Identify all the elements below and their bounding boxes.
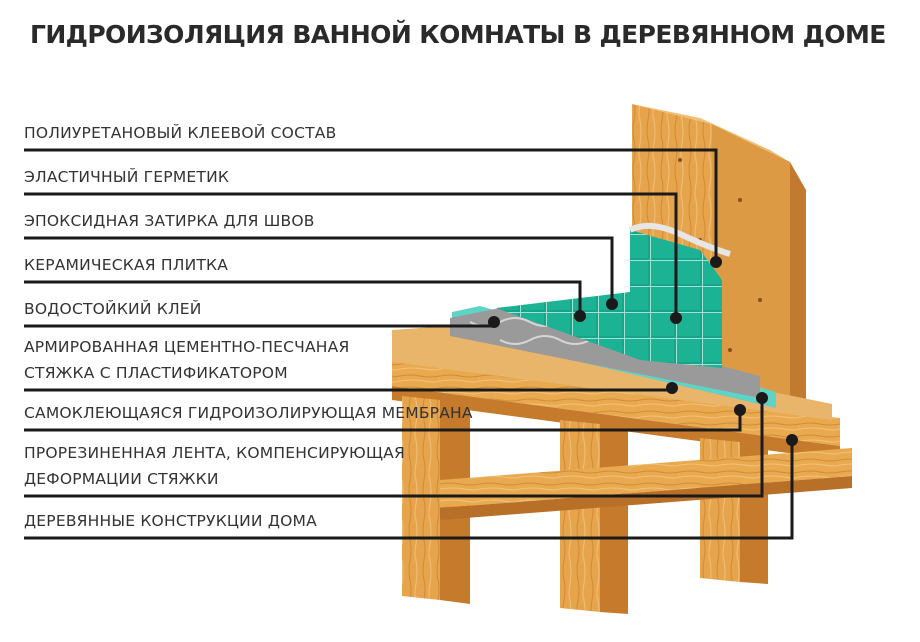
label-screed-line-1: АРМИРОВАННАЯ ЦЕМЕНТНО-ПЕСЧАНАЯ (24, 338, 350, 356)
label-screed-line-2: СТЯЖКА С ПЛАСТИФИКАТОРОМ (24, 364, 288, 382)
label-membrane: САМОКЛЕЮЩАЯСЯ ГИДРОИЗОЛИРУЮЩАЯ МЕМБРАНА (24, 404, 473, 422)
label-polyurethane-adhesive: ПОЛИУРЕТАНОВЫЙ КЛЕЕВОЙ СОСТАВ (24, 124, 337, 142)
diagram-title: ГИДРОИЗОЛЯЦИЯ ВАННОЙ КОМНАТЫ В ДЕРЕВЯННО… (30, 20, 886, 49)
leader-lines (24, 148, 794, 540)
wooden-structure (392, 326, 852, 614)
label-tape-line-1: ПРОРЕЗИНЕННАЯ ЛЕНТА, КОМПЕНСИРУЮЩАЯ (24, 444, 405, 462)
label-tape-line-2: ДЕФОРМАЦИИ СТЯЖКИ (24, 470, 219, 488)
label-epoxy-grout: ЭПОКСИДНАЯ ЗАТИРКА ДЛЯ ШВОВ (24, 212, 315, 230)
label-wooden-structures: ДЕРЕВЯННЫЕ КОНСТРУКЦИИ ДОМА (24, 512, 317, 530)
floor-tiles (496, 292, 722, 368)
label-elastic-sealant: ЭЛАСТИЧНЫЙ ГЕРМЕТИК (24, 168, 230, 186)
leader-dots (488, 256, 798, 446)
label-waterproof-adhesive: ВОДОСТОЙКИЙ КЛЕЙ (24, 300, 202, 318)
label-ceramic-tile: КЕРАМИЧЕСКАЯ ПЛИТКА (24, 256, 229, 274)
